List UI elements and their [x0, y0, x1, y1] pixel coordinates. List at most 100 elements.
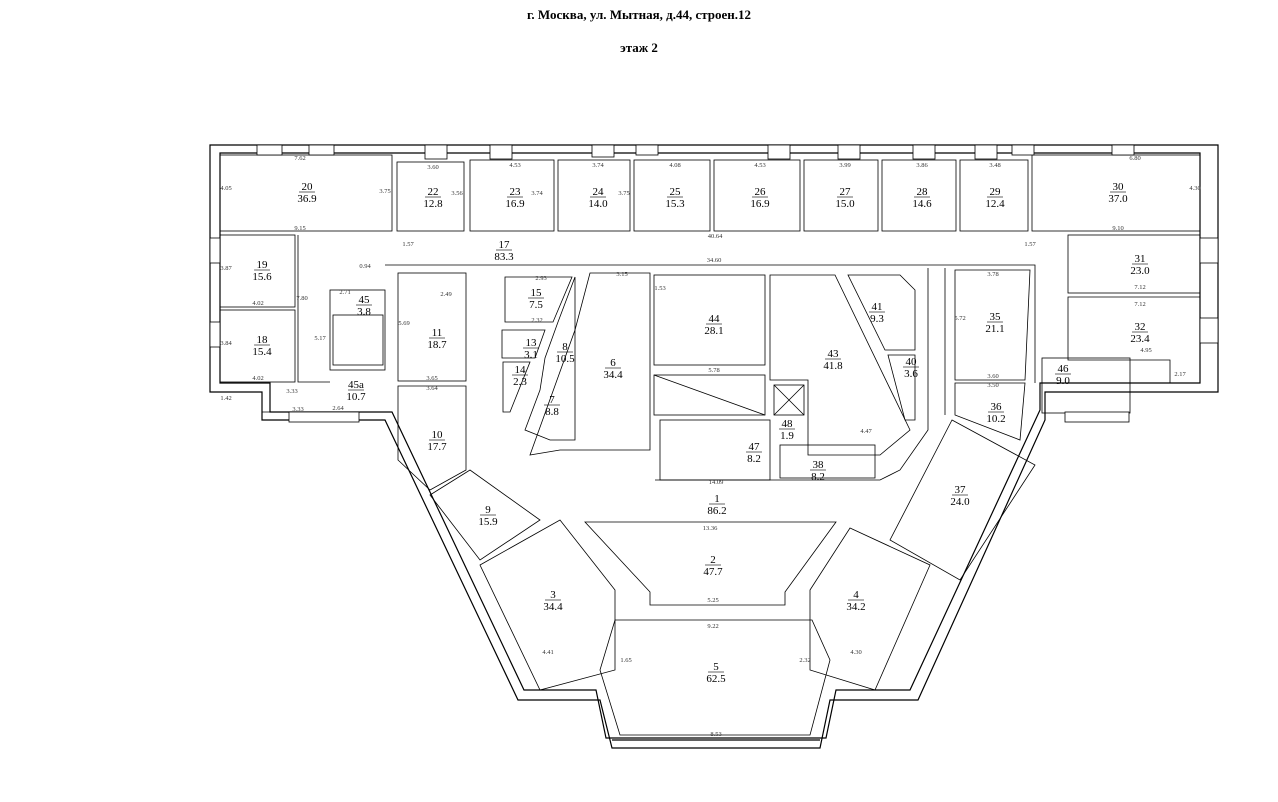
- room-area: 62.5: [706, 673, 726, 685]
- room-2: 247.7: [703, 554, 723, 578]
- dimension-label: 2.32: [531, 317, 542, 324]
- room-area: 15.4: [252, 346, 272, 358]
- room-number: 26: [755, 186, 767, 198]
- dimension-label: 7.62: [294, 155, 305, 162]
- dimension-label: 3.56: [451, 190, 463, 197]
- room-7: 78.8: [544, 394, 560, 418]
- dimension-label: 5.72: [954, 315, 965, 322]
- dimension-label: 9.10: [1112, 225, 1123, 232]
- room-9: 915.9: [478, 504, 498, 528]
- dimension-label: 7.12: [1134, 284, 1145, 291]
- dimension-label: 13.36: [703, 525, 718, 532]
- dimension-label: 1.57: [402, 241, 414, 248]
- room-number: 48: [782, 418, 794, 430]
- dimension-label: 3.86: [916, 162, 928, 169]
- dimension-label: 5.17: [314, 335, 326, 342]
- room-48: 481.9: [779, 418, 795, 442]
- room-area: 1.9: [780, 430, 794, 442]
- dimension-label: 3.33: [292, 406, 303, 413]
- room-area: 8.2: [747, 453, 761, 465]
- room-3: 334.4: [543, 589, 563, 613]
- dimension-label: 3.33: [286, 388, 297, 395]
- room-area: 83.3: [494, 251, 514, 263]
- room-number: 41: [872, 301, 883, 313]
- room-number: 37: [955, 484, 967, 496]
- dimension-label: 3.87: [220, 265, 232, 272]
- dimension-label: 4.05: [220, 185, 231, 192]
- room-area: 28.1: [704, 325, 723, 337]
- dimension-label: 34.60: [707, 257, 722, 264]
- dimension-label: 40.64: [708, 233, 723, 240]
- dimension-label: 5.78: [708, 367, 719, 374]
- dimension-label: 2.49: [440, 291, 451, 298]
- dimension-label: 8.53: [710, 731, 721, 738]
- room-number: 28: [917, 186, 929, 198]
- dimension-label: 2.17: [1174, 371, 1186, 378]
- dimension-label: 4.02: [252, 300, 263, 307]
- room-area: 23.4: [1130, 333, 1150, 345]
- room-14: 142.3: [512, 364, 528, 388]
- room-6: 634.4: [603, 357, 623, 381]
- room-number: 27: [840, 186, 852, 198]
- plan-address-title: г. Москва, ул. Мытная, д.44, строен.12: [527, 7, 751, 22]
- room-area: 7.5: [529, 299, 543, 311]
- room-labels: 2036.92212.82316.92414.02515.32616.92715…: [252, 181, 1150, 685]
- dimension-label: 3.74: [592, 162, 604, 169]
- room-area: 18.7: [427, 339, 447, 351]
- dimension-label: 1.65: [620, 657, 631, 664]
- dimension-label: 6.80: [1129, 155, 1140, 162]
- room-area: 36.9: [297, 193, 317, 205]
- room-13: 133.1: [523, 337, 539, 361]
- dimension-label: 3.48: [989, 162, 1000, 169]
- room-number: 32: [1135, 321, 1146, 333]
- dimension-label: 4.30: [1189, 185, 1200, 192]
- room-41: 419.3: [869, 301, 885, 325]
- room-area: 17.7: [427, 441, 447, 453]
- dimension-label: 2.64: [332, 405, 344, 412]
- room-area: 3.6: [904, 368, 918, 380]
- room-40: 403.6: [903, 356, 919, 380]
- room-area: 15.6: [252, 271, 272, 283]
- room-number: 47: [749, 441, 761, 453]
- room-number: 25: [670, 186, 682, 198]
- room-38: 388.2: [810, 459, 826, 483]
- room-number: 45a: [348, 379, 364, 391]
- room-number: 24: [593, 186, 605, 198]
- room-area: 10.2: [986, 413, 1005, 425]
- room-area: 3.1: [524, 349, 538, 361]
- room-area: 21.1: [985, 323, 1004, 335]
- room-number: 20: [302, 181, 314, 193]
- room-number: 29: [990, 186, 1002, 198]
- room-number: 1: [714, 493, 720, 505]
- room-area: 8.2: [811, 471, 825, 483]
- room-46: 469.0: [1055, 363, 1071, 387]
- dimension-label: 4.08: [669, 162, 680, 169]
- dimension-label: 2.93: [535, 275, 546, 282]
- room-area: 23.0: [1130, 265, 1150, 277]
- room-number: 44: [709, 313, 721, 325]
- dimension-label: 3.50: [987, 382, 998, 389]
- dimension-label: 1.57: [1024, 241, 1036, 248]
- room-number: 17: [499, 239, 511, 251]
- dimension-label: 4.53: [509, 162, 520, 169]
- room-number: 45: [359, 294, 371, 306]
- walls: [209, 144, 1219, 749]
- room-number: 30: [1113, 181, 1125, 193]
- room-area: 34.2: [846, 601, 865, 613]
- room-number: 9: [485, 504, 491, 516]
- room-number: 43: [828, 348, 840, 360]
